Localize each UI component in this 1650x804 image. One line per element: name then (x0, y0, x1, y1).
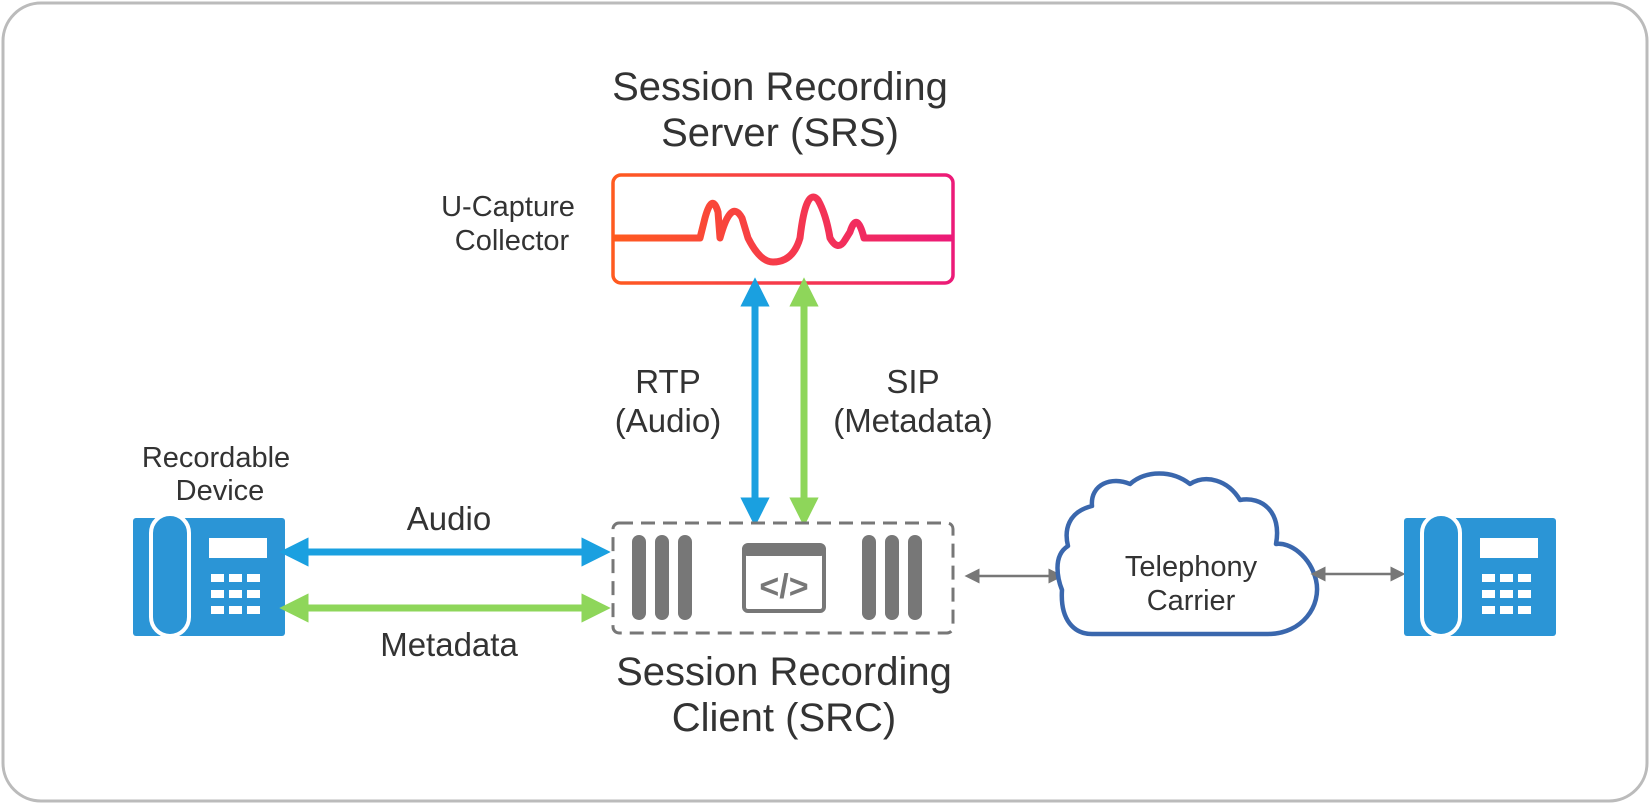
server-rack-icon (862, 535, 922, 620)
collector-label-line1: U-Capture (441, 191, 575, 223)
sip-label-line1: SIP (886, 363, 939, 400)
waveform-icon (611, 193, 955, 266)
server-rack-icon (632, 535, 692, 620)
device-label-line2: Device (176, 475, 265, 507)
rtp-label-line2: (Audio) (615, 402, 721, 439)
srs-title-line2: Server (SRS) (661, 111, 899, 155)
audio-label: Audio (407, 500, 491, 537)
rtp-label-line1: RTP (635, 363, 700, 400)
sip-label-line2: (Metadata) (833, 402, 993, 439)
device-label-line1: Recordable (142, 442, 290, 474)
src-title-line2: Client (SRC) (672, 696, 896, 740)
code-glyph: </> (759, 568, 808, 606)
carrier-label-line2: Carrier (1147, 585, 1236, 617)
src-box: </> (611, 521, 955, 635)
srs-collector-box (611, 173, 955, 285)
desk-phone-icon (1404, 512, 1556, 638)
cloud-icon (1055, 471, 1320, 637)
srs-title-line1: Session Recording (612, 65, 948, 109)
desk-phone-icon (133, 512, 285, 638)
collector-label-line2: Collector (455, 225, 570, 257)
carrier-label-line1: Telephony (1125, 551, 1258, 583)
code-window-icon: </> (742, 543, 826, 613)
metadata-label: Metadata (380, 626, 518, 663)
src-title-line1: Session Recording (616, 650, 952, 694)
